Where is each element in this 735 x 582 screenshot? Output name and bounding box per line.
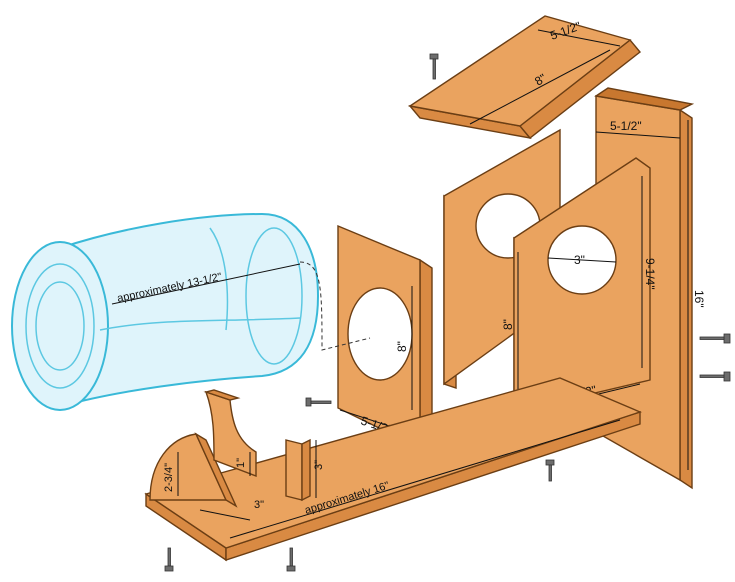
roof-panel: 5-1/2" 8" [408,15,642,140]
cradle-mid-label: 1" [235,458,247,468]
cradle-height-label: 2-3/4" [163,463,175,492]
cradle-width-dimension-line [199,509,251,521]
glass-jar: approximately 13-1/2" [11,212,371,411]
base-length-dimension-line [229,419,621,539]
front-height-label: 9-1/4" [643,258,657,290]
back-height-label: 16" [692,290,706,308]
screw-icon [699,333,731,344]
back-width-dimension-line [595,131,681,139]
jar-insertion-guide [299,261,371,351]
screw-icon [429,53,439,80]
screw-icon [286,547,296,572]
roof-length-dimension-line [469,49,611,125]
screw-icon [164,547,174,572]
front-hole-label: 3" [574,253,585,267]
screw-icon [305,397,332,407]
screw-icon [545,459,555,482]
inner-panel: 8" 5-1/2" [337,224,433,458]
roof-width-dimension-line [537,29,621,47]
jar-length-dimension-line [111,263,301,305]
screw-icon [699,371,731,382]
inner-height-label: 8" [395,341,409,352]
inner-panel-hole [347,287,413,381]
cradle-width-label: 3" [254,499,264,511]
back-width-label: 5-1/2" [610,119,642,133]
front-side-label: 8" [501,319,515,330]
post-height-label: 3" [313,460,325,470]
jar-cradle: 2-3/4" 3" 1" 3" [149,389,325,521]
front-hole-dimension-line [547,257,617,263]
front-panel: 3" 9-1/4" 8" 5-1/2" [501,157,657,420]
base-board: approximately 16" [144,377,642,562]
